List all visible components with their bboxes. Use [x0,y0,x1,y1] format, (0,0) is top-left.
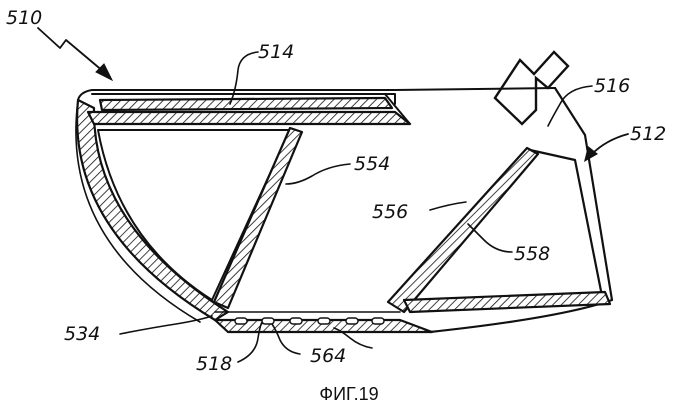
leader-512 [592,134,628,154]
top-filter-strip [100,98,392,110]
ref-label-534: 534 [64,323,100,345]
zigzag-leader [38,28,104,72]
panel-556 [388,148,538,312]
ref-label-510: 510 [6,7,42,29]
leader-514 [230,52,258,104]
opening-564 [372,318,384,324]
opening-564 [235,318,247,324]
rear-chamber [388,148,610,312]
leader-534 [120,316,212,334]
ref-label-518: 518 [196,353,232,375]
top-wall [88,112,410,124]
ref-label-564: 564 [310,345,346,367]
panel-554 [214,128,302,308]
leader-554 [286,164,350,184]
pointer-512 [584,134,628,162]
ref-label-556: 556 [372,201,408,223]
leader-556 [430,202,466,210]
opening-564 [290,318,302,324]
ref-label-558: 558 [514,243,550,265]
ref-label-514: 514 [258,41,294,63]
ref-label-512: 512 [630,123,666,145]
ref-label-516: 516 [594,75,630,97]
leader-516 [548,86,592,126]
opening-564 [262,318,274,324]
ref-label-554: 554 [354,153,390,175]
front-curved-wall [77,100,228,320]
opening-564 [318,318,330,324]
figure-caption: ФИГ.19 [319,384,378,404]
assembly-pointer [38,28,112,80]
opening-564 [346,318,358,324]
front-chamber [98,128,302,308]
